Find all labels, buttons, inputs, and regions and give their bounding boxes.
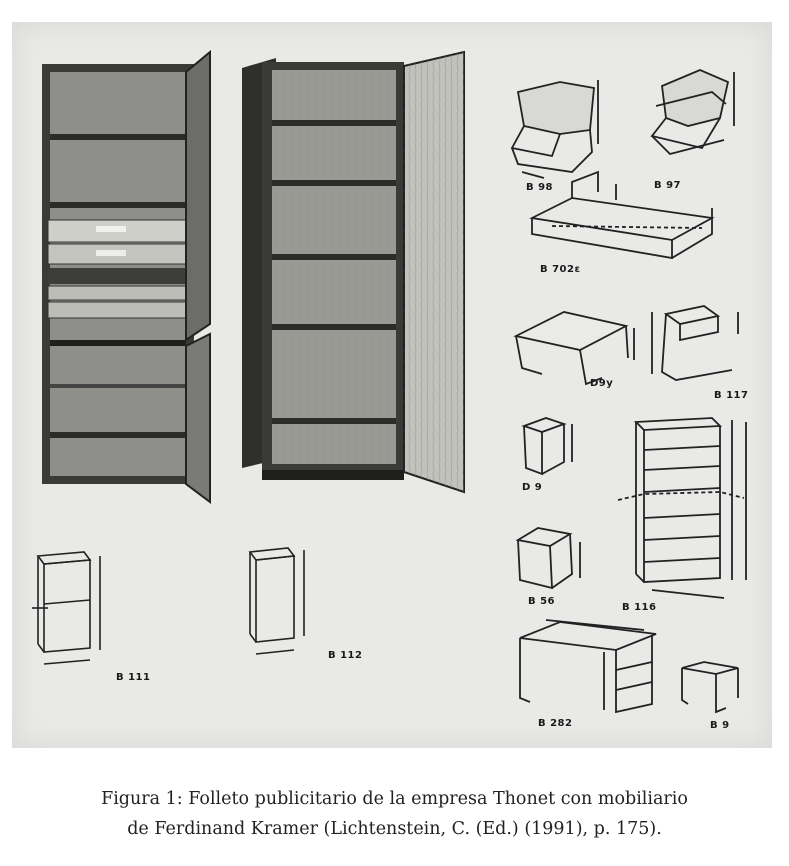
drawing-b9-table bbox=[681, 661, 739, 714]
drawing-b98-chair bbox=[510, 80, 599, 179]
label-b111: B 111 bbox=[116, 672, 151, 683]
caption-line-2: de Ferdinand Kramer (Lichtenstein, C. (E… bbox=[127, 819, 662, 839]
label-b116: B 116 bbox=[622, 602, 657, 613]
drawing-b112 bbox=[248, 547, 305, 655]
brochure-scan: B 98 B 97 B 702ε D9y B 117 D 9 B 116 B 5… bbox=[12, 22, 772, 748]
figure-caption: Figura 1: Folleto publicitario de la emp… bbox=[0, 784, 789, 844]
label-d9: D 9 bbox=[522, 482, 543, 493]
drawing-d9-stool bbox=[521, 417, 573, 476]
drawing-b111 bbox=[32, 551, 101, 665]
label-b702: B 702ε bbox=[540, 264, 581, 275]
label-b56: B 56 bbox=[528, 596, 556, 607]
cabinet-b111-photo bbox=[42, 49, 211, 504]
label-b112: B 112 bbox=[328, 650, 363, 661]
drawing-b116-shelf bbox=[617, 417, 747, 599]
label-b282: B 282 bbox=[538, 718, 573, 729]
drawing-b56-stool bbox=[515, 527, 581, 590]
brochure-illustration bbox=[32, 49, 747, 714]
drawing-b282-desk bbox=[519, 619, 657, 714]
label-b98: B 98 bbox=[526, 182, 554, 193]
label-b9: B 9 bbox=[710, 720, 730, 731]
label-b97: B 97 bbox=[654, 180, 682, 191]
drawing-b117-nightstand bbox=[651, 305, 739, 381]
drawing-b97-chair bbox=[650, 69, 735, 156]
cabinet-b112-photo bbox=[242, 50, 465, 494]
caption-line-1: Figura 1: Folleto publicitario de la emp… bbox=[101, 789, 688, 809]
label-b117: B 117 bbox=[714, 390, 749, 401]
label-d9y: D9y bbox=[590, 378, 614, 389]
drawing-b702-bed bbox=[529, 170, 715, 260]
drawing-d9y-table bbox=[513, 311, 635, 386]
